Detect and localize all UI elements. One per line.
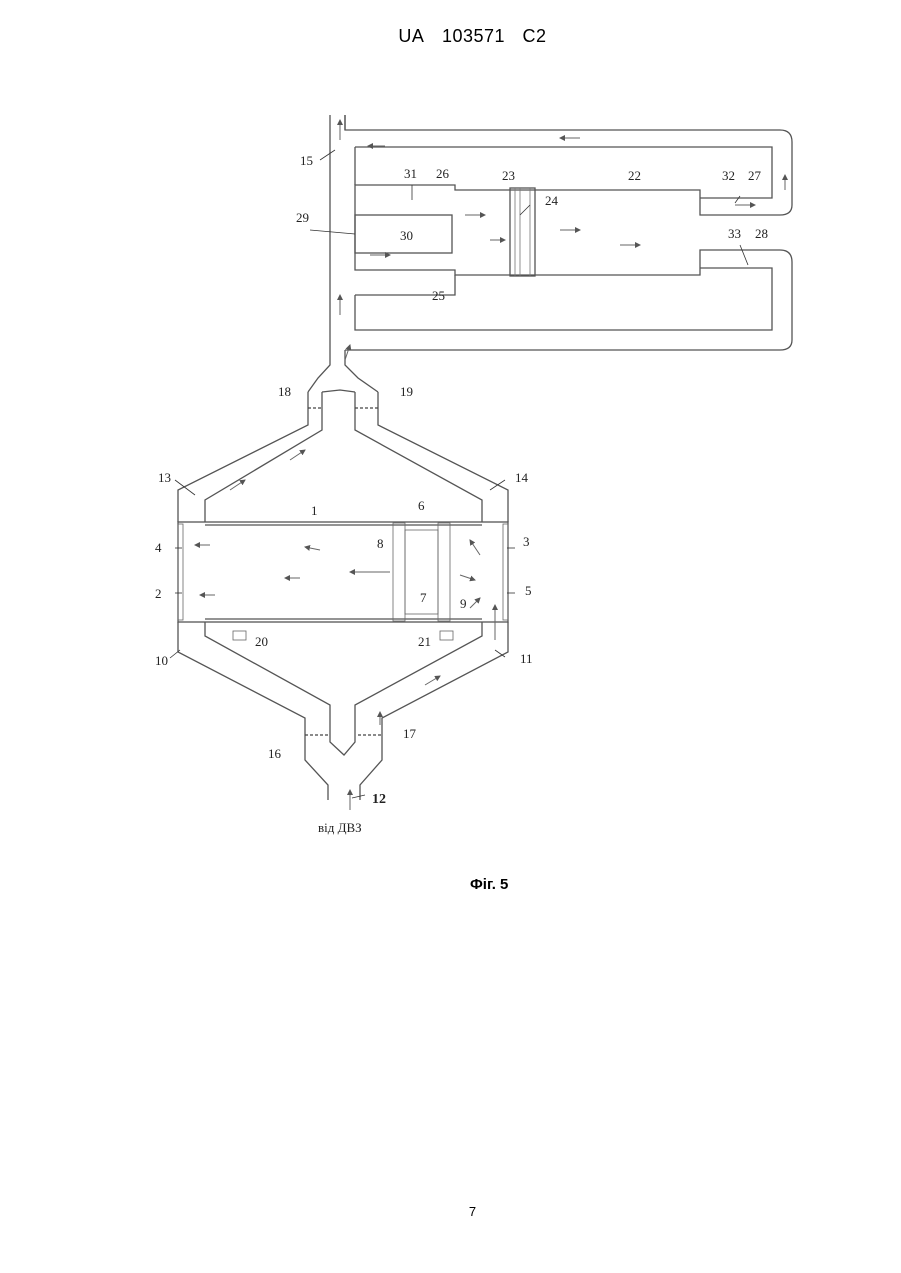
part-labels: 15 31 26 23 22 32 27 24 29 30 33 28 25 1… [155,153,768,835]
label-1: 1 [311,503,318,518]
label-6: 6 [418,498,425,513]
label-31: 31 [404,166,417,181]
label-32: 32 [722,168,735,183]
label-11: 11 [520,651,533,666]
label-15: 15 [300,153,313,168]
label-13: 13 [158,470,171,485]
label-5: 5 [525,583,532,598]
label-12: 12 [372,792,386,807]
label-17: 17 [403,726,417,741]
label-7: 7 [420,590,427,605]
label-23: 23 [502,168,515,183]
label-22: 22 [628,168,641,183]
figure-caption: Фіг. 5 [470,876,508,893]
label-25: 25 [432,288,445,303]
lower-ducting [178,390,508,800]
label-2: 2 [155,586,162,601]
label-24: 24 [545,193,559,208]
piston-hatch [515,188,530,276]
label-30: 30 [400,228,413,243]
label-16: 16 [268,746,282,761]
label-9: 9 [460,596,467,611]
label-20: 20 [255,634,268,649]
label-28: 28 [755,226,768,241]
label-18: 18 [278,384,291,399]
label-21: 21 [418,634,431,649]
label-3: 3 [523,534,530,549]
label-8: 8 [377,536,384,551]
label-4: 4 [155,540,162,555]
label-10: 10 [155,653,168,668]
leader-lines [170,150,748,798]
page-number: 7 [0,1204,901,1219]
label-14: 14 [515,470,529,485]
inlet-label: від ДВЗ [318,820,362,835]
label-27: 27 [748,168,762,183]
upper-ducting [308,115,792,392]
label-33: 33 [728,226,741,241]
label-26: 26 [436,166,450,181]
label-29: 29 [296,210,309,225]
label-19: 19 [400,384,413,399]
